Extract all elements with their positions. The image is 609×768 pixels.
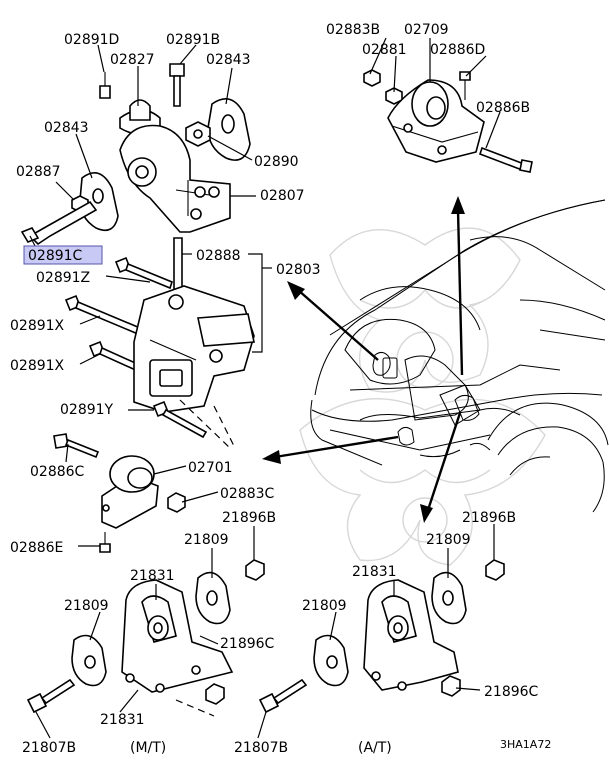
nut-02890 [185,121,211,147]
label-21809-lt[interactable]: 21809 [184,532,229,548]
nut-21896C-left [205,683,225,705]
label-21807B-right[interactable]: 21807B [234,740,288,756]
mount-21831-mt-group [26,559,265,717]
engine-mount-02807-group [20,63,251,246]
label-02891Y[interactable]: 02891Y [60,402,114,418]
mount-02709-group [363,69,533,173]
bolt-02891X-a [64,294,141,336]
washer-21809-lt [195,571,231,625]
bolt-02886E [99,532,111,553]
bushing-02701-group [53,433,186,553]
label-02891C[interactable]: 02891C [28,248,83,264]
label-21831-right[interactable]: 21831 [352,564,397,580]
nut-21896B-right [485,559,505,581]
label-02843-left[interactable]: 02843 [44,120,89,136]
washer-21809-ll [71,634,107,687]
label-21807B-left[interactable]: 21807B [22,740,76,756]
label-02827[interactable]: 02827 [110,52,155,68]
label-02891X-b[interactable]: 02891X [10,358,65,374]
nut-02883C [167,492,186,513]
label-02891X-a[interactable]: 02891X [10,318,65,334]
bolt-02886D [459,71,471,100]
reference-code: 3HA1A72 [500,738,551,751]
stud-02888 [173,237,183,291]
bracket-02803-group [64,237,255,449]
label-02891D[interactable]: 02891D [64,32,119,48]
label-21831-left[interactable]: 21831 [130,568,175,584]
label-02888[interactable]: 02888 [196,248,241,264]
label-21896C-left[interactable]: 21896C [220,636,275,652]
label-02883B[interactable]: 02883B [326,22,380,38]
bolt-02891C [20,200,98,246]
label-02890[interactable]: 02890 [254,154,299,170]
label-02807[interactable]: 02807 [260,188,305,204]
nut-21896C-right [441,675,461,697]
label-21809-rl[interactable]: 21809 [302,598,347,614]
label-02886B[interactable]: 02886B [476,100,530,116]
label-02803[interactable]: 02803 [276,262,321,278]
nut-02883B [363,69,381,87]
label-02886E[interactable]: 02886E [10,540,63,556]
bolt-02886B [478,146,533,173]
label-02883C[interactable]: 02883C [220,486,275,502]
label-02843-top[interactable]: 02843 [206,52,251,68]
part-labels: 02891D 02891B 02827 02843 02843 02890 02… [10,22,539,756]
washer-02843-top [207,98,251,161]
washer-21809-rl [313,634,349,687]
leader-lines [29,37,501,739]
label-21896B-right[interactable]: 21896B [462,510,516,526]
label-21831-left-bottom[interactable]: 21831 [100,712,145,728]
label-21809-rt[interactable]: 21809 [426,532,471,548]
label-02891Z[interactable]: 02891Z [36,270,90,286]
bolt-02891B [169,63,185,107]
highlight-02891C [23,245,103,265]
bolt-02891Y [152,400,208,439]
bolt-02891Z [114,256,173,290]
label-21896C-right[interactable]: 21896C [484,684,539,700]
location-arrows [262,196,465,523]
bolt-21807B-left [26,678,76,714]
caption-mt: (M/T) [130,740,166,756]
bolt-02886C [53,433,100,459]
nut-21896B-left [245,559,265,581]
bracket-02807 [119,124,231,233]
washer-21809-rt [431,571,467,625]
label-02886D[interactable]: 02886D [430,42,485,58]
label-02886C[interactable]: 02886C [30,464,85,480]
vehicle-outline [310,199,609,513]
label-02887[interactable]: 02887 [16,164,61,180]
label-02709[interactable]: 02709 [404,22,449,38]
label-21896B-left[interactable]: 21896B [222,510,276,526]
caption-at: (A/T) [358,740,392,756]
mount-21831-at-group [258,559,505,714]
label-02701[interactable]: 02701 [188,460,233,476]
bolt-21807B-right [258,678,308,714]
label-21809-ll[interactable]: 21809 [64,598,109,614]
label-02891B[interactable]: 02891B [166,32,220,48]
label-02881[interactable]: 02881 [362,42,407,58]
bolt-02891D [99,72,111,99]
